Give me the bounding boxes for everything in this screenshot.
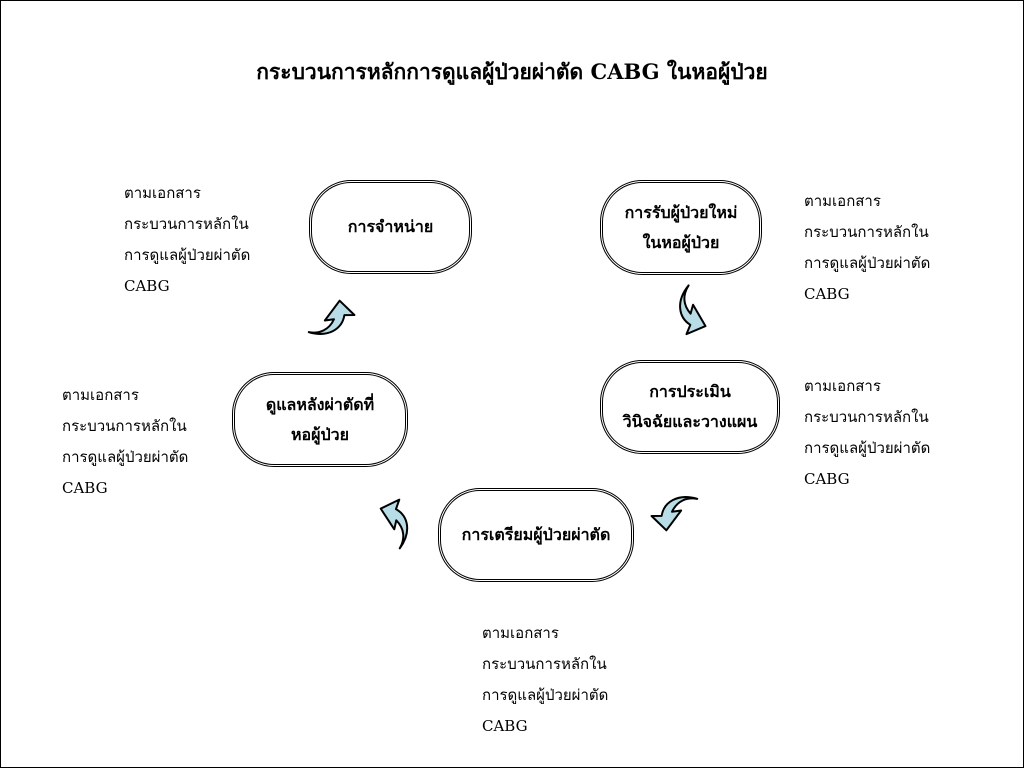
node-admission: การรับผู้ป่วยใหม่ ในหอผู้ป่วย [600, 180, 762, 275]
note-discharge-line-4: CABG [124, 277, 170, 295]
diagram-title: กระบวนการหลักการดูแลผู้ป่วยผ่าตัด CABG ใ… [256, 59, 768, 84]
node-assessment-line-2: วินิจฉัยและวางแผน [622, 412, 758, 431]
curved-arrow-icon [367, 493, 421, 550]
note-preparation-line-3: การดูแลผู้ป่วยผ่าตัด [482, 686, 609, 704]
node-assessment: การประเมิน วินิจฉัยและวางแผน [600, 360, 780, 454]
note-postop-line-3: การดูแลผู้ป่วยผ่าตัด [62, 448, 189, 466]
note-admission-line-2: กระบวนการหลักใน [804, 223, 929, 241]
curved-arrow-icon [307, 297, 357, 338]
note-preparation: ตามเอกสาร กระบวนการหลักใน การดูแลผู้ป่วย… [482, 618, 608, 742]
note-admission: ตามเอกสาร กระบวนการหลักใน การดูแลผู้ป่วย… [804, 186, 930, 310]
arrow-admission-to-assessment [666, 283, 720, 342]
node-admission-line-2: ในหอผู้ป่วย [642, 232, 720, 252]
note-postop-line-4: CABG [62, 479, 108, 497]
node-admission-line-1: การรับผู้ป่วยใหม่ [624, 202, 738, 222]
node-discharge: การจำหน่าย [309, 180, 472, 274]
note-assessment-line-4: CABG [804, 470, 850, 488]
note-discharge-line-3: การดูแลผู้ป่วยผ่าตัด [124, 246, 251, 264]
node-postop-line-2: หอผู้ป่วย [290, 424, 350, 444]
note-admission-line-1: ตามเอกสาร [804, 192, 881, 210]
note-preparation-line-1: ตามเอกสาร [482, 624, 559, 642]
note-discharge-line-2: กระบวนการหลักใน [124, 215, 249, 233]
node-postop-line-1: ดูแลหลังผ่าตัดที่ [265, 394, 375, 414]
note-postop-line-2: กระบวนการหลักใน [62, 417, 187, 435]
node-assessment-line-1: การประเมิน [649, 382, 731, 401]
note-postop: ตามเอกสาร กระบวนการหลักใน การดูแลผู้ป่วย… [62, 380, 188, 504]
node-preparation-line-1: การเตรียมผู้ป่วยผ่าตัด [461, 525, 611, 544]
curved-arrow-icon [666, 283, 720, 342]
note-postop-line-1: ตามเอกสาร [62, 386, 139, 404]
arrow-postop-to-discharge [307, 297, 357, 338]
node-postop: ดูแลหลังผ่าตัดที่ หอผู้ป่วย [232, 372, 408, 467]
note-discharge-line-1: ตามเอกสาร [124, 184, 201, 202]
note-preparation-line-4: CABG [482, 717, 528, 735]
node-discharge-line-1: การจำหน่าย [347, 217, 434, 236]
note-assessment-line-1: ตามเอกสาร [804, 377, 881, 395]
note-assessment: ตามเอกสาร กระบวนการหลักใน การดูแลผู้ป่วย… [804, 371, 930, 495]
arrow-assessment-to-preparation [649, 493, 699, 534]
note-admission-line-4: CABG [804, 285, 850, 303]
note-assessment-line-2: กระบวนการหลักใน [804, 408, 929, 426]
curved-arrow-icon [649, 493, 699, 534]
note-discharge: ตามเอกสาร กระบวนการหลักใน การดูแลผู้ป่วย… [124, 178, 250, 302]
node-preparation: การเตรียมผู้ป่วยผ่าตัด [438, 488, 634, 582]
note-admission-line-3: การดูแลผู้ป่วยผ่าตัด [804, 254, 931, 272]
arrow-preparation-to-postop [367, 493, 421, 550]
note-assessment-line-3: การดูแลผู้ป่วยผ่าตัด [804, 439, 931, 457]
note-preparation-line-2: กระบวนการหลักใน [482, 655, 607, 673]
